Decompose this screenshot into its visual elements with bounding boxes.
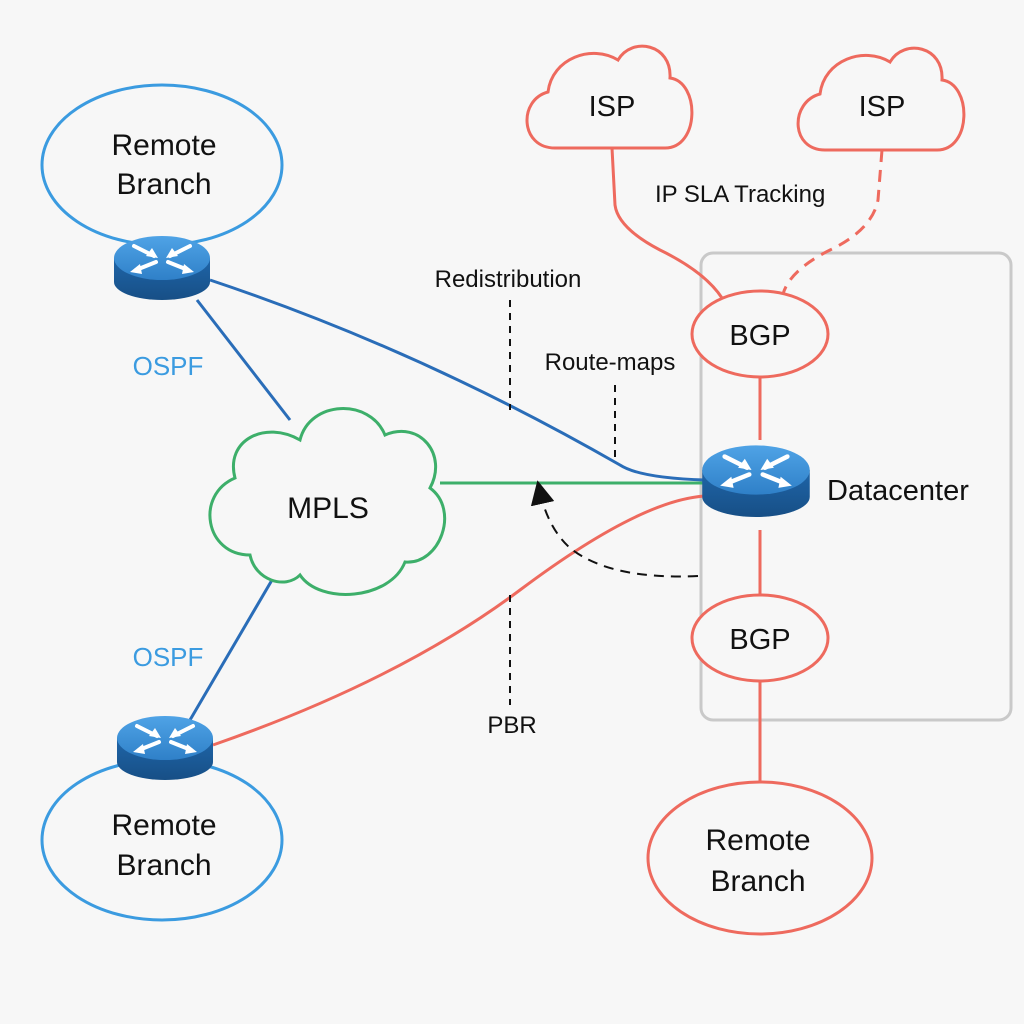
datacenter-boundary — [699, 251, 1013, 722]
link-branch-top-mpls — [195, 299, 292, 421]
isp-right-cloud — [796, 46, 966, 152]
route-maps-label: Route-maps — [545, 349, 676, 376]
remote-branch-bottom-right-line2: Branch — [710, 865, 805, 898]
pbr-label: PBR — [487, 712, 536, 739]
link-isp-left-bgp — [610, 147, 724, 299]
ip-sla-tracking-label: IP SLA Tracking — [655, 181, 825, 208]
remote-branch-bottom-left-line1: Remote — [111, 809, 216, 842]
bgp-bottom-label: BGP — [729, 624, 790, 656]
remote-branch-bottom-right-ellipse — [646, 780, 874, 936]
link-mpls-branch-bottom — [188, 579, 274, 721]
link-branch-bottom-datacenter — [212, 494, 706, 747]
remote-branch-top-line2: Branch — [116, 168, 211, 201]
link-isp-right-bgp — [781, 149, 884, 295]
remote-branch-bottom-left-line2: Branch — [116, 849, 211, 882]
link-branch-top-datacenter — [209, 278, 706, 482]
remote-branch-top-ellipse — [40, 83, 284, 247]
router-icon-branch-top — [112, 234, 212, 302]
isp-left-cloud — [525, 44, 694, 150]
remote-branch-bottom-right-line1: Remote — [705, 824, 810, 857]
bgp-top-label: BGP — [729, 320, 790, 352]
bgp-top-ellipse — [690, 289, 830, 379]
redistribution-label: Redistribution — [435, 266, 582, 293]
ospf-bottom-label: OSPF — [133, 642, 204, 672]
bgp-bottom-ellipse — [690, 593, 830, 683]
ospf-top-label: OSPF — [133, 351, 204, 381]
mpls-label: MPLS — [287, 492, 369, 525]
remote-branch-top-line1: Remote — [111, 129, 216, 162]
router-icon-datacenter — [702, 445, 810, 517]
mpls-cloud — [208, 407, 447, 596]
datacenter-label: Datacenter — [827, 475, 969, 507]
pbr-arrow — [530, 480, 699, 578]
isp-left-label: ISP — [589, 91, 636, 123]
router-icon-branch-bottom — [115, 714, 215, 782]
isp-right-label: ISP — [859, 91, 906, 123]
